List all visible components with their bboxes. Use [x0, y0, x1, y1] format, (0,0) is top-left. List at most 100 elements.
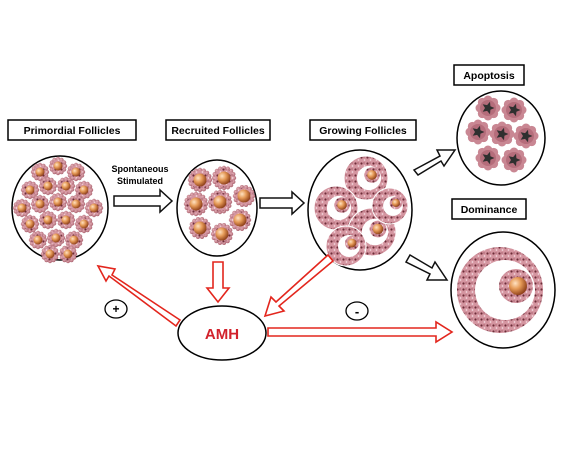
primordial-follicle [74, 214, 94, 234]
oocyte [25, 185, 35, 195]
recruited-title-box [165, 119, 271, 141]
apoptosis-title-box [453, 64, 525, 86]
apoptotic-follicle [513, 123, 539, 149]
growing-title-box [309, 119, 417, 141]
apoptotic-follicle [489, 121, 515, 147]
recruited-follicles-cluster [176, 159, 258, 257]
apoptotic-follicle [465, 119, 491, 145]
dominance-title-box [451, 198, 527, 220]
negative-marker [345, 301, 369, 321]
amh-label: AMH [205, 326, 239, 343]
recruited-follicle [183, 191, 209, 217]
primordial-follicle [12, 198, 32, 218]
growing-follicles-cluster [307, 149, 413, 271]
amh-node [177, 305, 267, 361]
recruited-follicle [207, 189, 233, 215]
apoptotic-follicles-cluster [456, 90, 546, 186]
primordial-follicle [38, 210, 58, 230]
growing-follicle [313, 185, 359, 231]
recruited-title: Recruited Follicles [171, 125, 265, 137]
primordial-follicle [64, 230, 84, 250]
oocyte [189, 197, 203, 211]
primordial-title: Primordial Follicles [24, 125, 121, 137]
oocyte [61, 215, 71, 225]
primordial-title-box [7, 119, 137, 141]
growing-title: Growing Follicles [319, 125, 407, 137]
oocyte [63, 249, 73, 259]
recruited-follicle [187, 167, 213, 193]
primordial-follicle [48, 156, 68, 176]
recruited-follicle [188, 217, 212, 239]
oocyte [17, 203, 27, 213]
oocyte [89, 203, 99, 213]
oocyte [79, 219, 89, 229]
negative-sign: - [355, 304, 359, 319]
primordial-follicles-cluster [11, 155, 109, 264]
primordial-follicle [38, 176, 58, 196]
primordial-follicle [20, 214, 40, 234]
apoptotic-follicle [501, 97, 527, 123]
oocyte [35, 199, 45, 209]
apoptotic-follicle [475, 95, 501, 121]
growing-follicle [325, 225, 367, 267]
recruited-to-amh-arrow [205, 261, 231, 304]
oocyte [71, 167, 81, 177]
dominant-follicle [450, 231, 556, 349]
dominance-arrow [404, 253, 449, 281]
primordial-follicle [40, 244, 60, 264]
recruited-follicle [211, 165, 237, 191]
oocyte [217, 171, 231, 185]
apoptotic-follicle [501, 147, 527, 173]
oocyte [215, 227, 229, 241]
oocyte [53, 161, 63, 171]
primordial-follicle [28, 230, 48, 250]
growth-arrow [259, 190, 306, 216]
oocyte [79, 185, 89, 195]
oocyte [51, 233, 61, 243]
growing-follicle [343, 155, 389, 201]
recruited-follicle [228, 209, 252, 231]
recruited-follicle [232, 185, 256, 207]
apoptosis-arrow [412, 149, 457, 176]
oocyte [43, 181, 53, 191]
oocyte [193, 173, 207, 187]
amh-to-primordial-arrow [96, 264, 182, 328]
primordial-follicle [46, 228, 66, 248]
primordial-follicle [48, 192, 68, 212]
oocyte [61, 181, 71, 191]
primordial-follicle [66, 162, 86, 182]
oocyte [71, 199, 81, 209]
primordial-follicle [66, 194, 86, 214]
oocyte [43, 215, 53, 225]
oocyte [213, 195, 227, 209]
primordial-follicle [56, 210, 76, 230]
oocyte [33, 235, 43, 245]
primordial-follicle [56, 176, 76, 196]
oocyte [35, 167, 45, 177]
oocyte [45, 249, 55, 259]
oocyte [237, 189, 251, 203]
recruitment-arrow [113, 188, 174, 214]
oocyte [233, 213, 247, 227]
primordial-follicle [20, 180, 40, 200]
amh-to-dominance-arrow [267, 320, 454, 344]
growing-follicle [371, 187, 409, 225]
dominance-title: Dominance [461, 204, 518, 216]
positive-marker [104, 299, 128, 319]
dominant-oocyte [509, 277, 527, 295]
growing-to-amh-arrow [263, 253, 335, 318]
recruited-follicle [210, 223, 234, 245]
primordial-follicle [74, 180, 94, 200]
spontaneous-label: Spontaneous [111, 164, 168, 174]
primordial-follicle [30, 194, 50, 214]
primordial-follicle [84, 198, 104, 218]
primordial-follicle [58, 244, 78, 264]
oocyte [193, 221, 207, 235]
oocyte [25, 219, 35, 229]
stimulated-label: Stimulated [117, 176, 163, 186]
apoptotic-follicle [475, 145, 501, 171]
apoptosis-title: Apoptosis [463, 70, 514, 82]
positive-sign: + [112, 302, 119, 316]
oocyte [69, 235, 79, 245]
